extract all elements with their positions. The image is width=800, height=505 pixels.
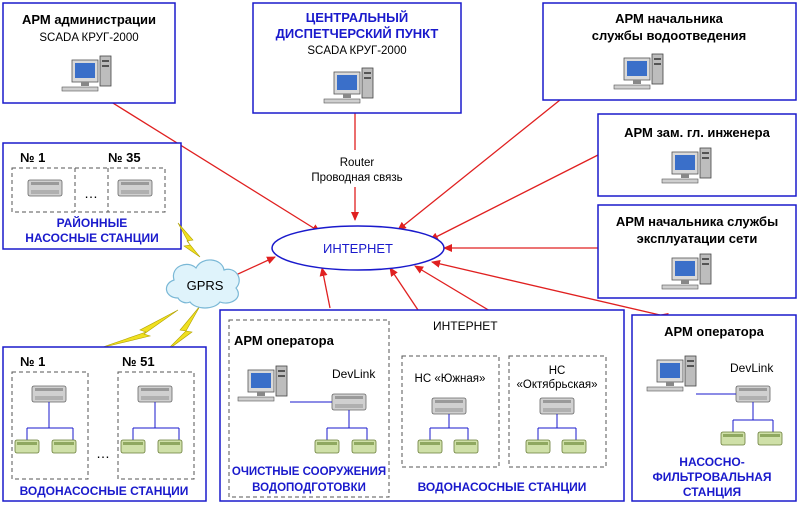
internet-label: ИНТЕРНЕТ [323, 241, 393, 256]
filter-devlink: DevLink [730, 361, 774, 375]
link-treatment-internet [319, 267, 331, 309]
water-num-last: № 51 [122, 354, 155, 369]
deputy-title: АРМ зам. гл. инженера [624, 125, 770, 140]
treatment-operator: АРМ оператора [234, 333, 335, 348]
district-title-line1: РАЙОННЫЕ [57, 215, 128, 230]
box-filter-station: АРМ оператора DevLink НАСОСНО- ФИЛЬТРОВА… [631, 314, 797, 502]
central-title-line1: ЦЕНТРАЛЬНЫЙ [306, 10, 409, 25]
oct-station-label-line1: НС [549, 365, 566, 377]
admin-subtitle: SCADA КРУГ-2000 [39, 32, 138, 44]
lightning-bolts [99, 222, 201, 353]
south-station-label: НС «Южная» [415, 373, 486, 385]
box-water-stations: № 1 № 51 … ВОДОНАСОСНЫЕ СТАНЦИИ [2, 346, 207, 502]
box-central: ЦЕНТРАЛЬНЫЙ ДИСПЕТЧЕРСКИЙ ПУНКТ SCADA КР… [252, 2, 462, 114]
io-module-icon [351, 439, 377, 454]
link-deputy-internet [429, 147, 607, 241]
io-module-icon [14, 439, 40, 454]
local-internet-label: ИНТЕРНЕТ [433, 319, 498, 333]
box-drainage: АРМ начальника службы водоотведения [542, 2, 797, 101]
io-module-icon [120, 439, 146, 454]
treatment-stations-label: ВОДОНАСОСНЫЕ СТАНЦИИ [418, 480, 587, 494]
drainage-line1: АРМ начальника [615, 11, 723, 26]
controller-icon [137, 385, 173, 403]
io-module-icon [314, 439, 340, 454]
lightning-icon [177, 222, 201, 258]
controller-icon [27, 179, 63, 197]
box-district-stations: № 1 № 35 … РАЙОННЫЕ НАСОСНЫЕ СТАНЦИИ [2, 142, 182, 250]
lightning-icon [99, 309, 179, 349]
box-network: АРМ начальника службы эксплуатации сети [597, 204, 797, 299]
district-num-last: № 35 [108, 150, 141, 165]
io-module-icon [757, 431, 783, 446]
filter-title-line1: НАСОСНО- [679, 455, 744, 469]
io-module-icon [51, 439, 77, 454]
io-module-icon [417, 439, 443, 454]
box-treatment: АРМ оператора DevLink ОЧИСТНЫЕ СООРУЖЕНИ… [219, 309, 625, 502]
lightning-icon [164, 305, 201, 353]
router-label: Router [340, 157, 375, 169]
district-dots: … [84, 185, 98, 201]
treatment-title-line1: ОЧИСТНЫЕ СООРУЖЕНИЯ [232, 466, 386, 478]
controller-icon [431, 397, 467, 415]
drainage-line2: службы водоотведения [592, 28, 746, 43]
central-subtitle: SCADA КРУГ-2000 [307, 45, 406, 57]
network-line2: эксплуатации сети [637, 231, 758, 246]
gprs-cloud: GPRS [165, 259, 240, 309]
io-module-icon [453, 439, 479, 454]
treatment-devlink: DevLink [332, 367, 376, 381]
central-title-line2: ДИСПЕТЧЕРСКИЙ ПУНКТ [276, 26, 439, 41]
filter-title-line3: СТАНЦИЯ [683, 485, 741, 499]
box-deputy: АРМ зам. гл. инженера [597, 113, 797, 197]
water-num-first: № 1 [20, 354, 45, 369]
controller-icon [117, 179, 153, 197]
controller-icon [735, 385, 771, 403]
io-module-icon [720, 431, 746, 446]
controller-icon [331, 393, 367, 411]
filter-title-line2: ФИЛЬТРОВАЛЬНАЯ [652, 470, 771, 484]
wired-link-label: Проводная связь [311, 172, 402, 184]
link-filter-internet [431, 259, 669, 321]
district-num-first: № 1 [20, 150, 45, 165]
controller-icon [31, 385, 67, 403]
controller-icon [539, 397, 575, 415]
network-line1: АРМ начальника службы [616, 214, 778, 229]
admin-title: АРМ администрации [22, 12, 156, 27]
io-module-icon [525, 439, 551, 454]
oct-station-label-line2: «Октябрьская» [516, 379, 597, 391]
io-module-icon [561, 439, 587, 454]
filter-operator: АРМ оператора [664, 324, 765, 339]
water-dots: … [96, 445, 110, 461]
water-stations-label: ВОДОНАСОСНЫЕ СТАНЦИИ [20, 484, 189, 498]
link-drainage-internet [397, 91, 569, 231]
gprs-label: GPRS [187, 278, 224, 293]
internet-node: ИНТЕРНЕТ [271, 225, 445, 271]
link-admin-internet [91, 87, 321, 233]
treatment-title-line2: ВОДОПОДГОТОВКИ [252, 482, 366, 494]
district-title-line2: НАСОСНЫЕ СТАНЦИИ [25, 231, 158, 245]
io-module-icon [157, 439, 183, 454]
box-admin: АРМ администрации SCADA КРУГ-2000 [2, 2, 176, 104]
